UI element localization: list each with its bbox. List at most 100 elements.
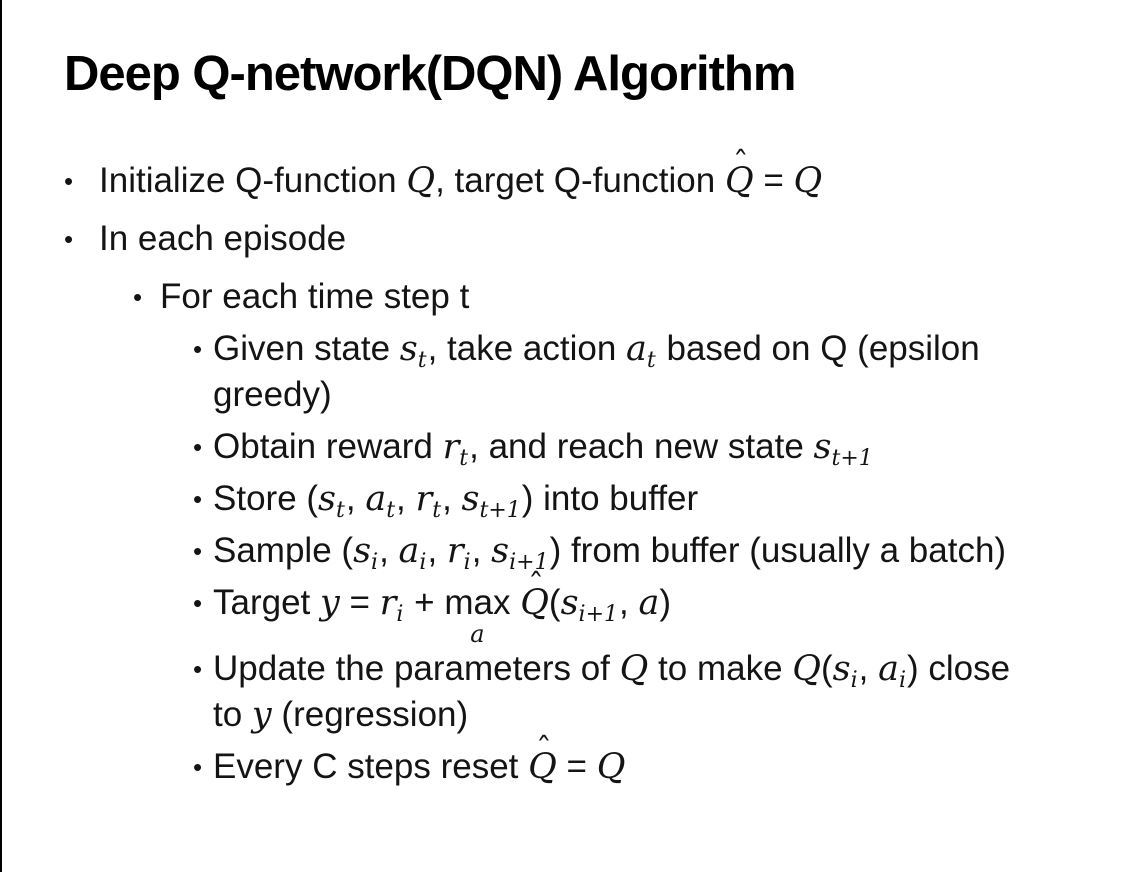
bullet-marker: •: [193, 654, 203, 685]
math-var: r: [446, 531, 464, 572]
text-run: , target Q-function: [435, 161, 725, 201]
math-subscript: t: [336, 498, 345, 524]
text-run: In each episode: [99, 219, 347, 259]
math-subscript: i: [850, 668, 858, 694]
math-var: Q: [793, 161, 823, 202]
text-run: Target: [213, 583, 320, 623]
hat-accent-icon: ˆ: [527, 566, 544, 605]
math-var: Q: [596, 747, 626, 788]
text-run: to: [213, 695, 252, 735]
bullet-row: •Store (st, at, rt, st+1) into buffer: [2, 476, 1124, 522]
text-run: =: [339, 583, 380, 623]
text-run: based on Q (epsilon: [656, 329, 980, 369]
math-var: s: [560, 583, 579, 624]
math-var: r: [415, 479, 433, 520]
bullet-list: •Initialize Q-function Q, target Q-funct…: [2, 147, 1124, 790]
math-var: s: [318, 479, 337, 520]
math-subscript: t+1: [479, 498, 521, 524]
bullet-row: •Given state st, take action at based on…: [2, 326, 1124, 372]
math-var: Q: [619, 649, 649, 690]
math-var: r: [442, 427, 460, 468]
math-var: Q: [724, 161, 754, 202]
math-subscript: i: [463, 550, 471, 576]
math-subscript: i: [371, 550, 379, 576]
bullet-text: greedy): [213, 372, 332, 418]
bullet-row: • Update the parameters of Q to make Q(si…: [2, 646, 1124, 692]
math-var: a: [626, 329, 647, 370]
bullet-row: •Sample (si, ai, ri, si+1) from buffer (…: [2, 528, 1124, 574]
math-var: a: [638, 583, 660, 624]
text-run: , and reach new state: [469, 427, 814, 467]
math-var: a: [878, 649, 899, 690]
bullet-text: Update the parameters of Q to make Q(si,…: [213, 646, 1010, 692]
text-run: ,: [427, 531, 447, 571]
math-subscript: t+1: [831, 446, 873, 472]
bullet-marker: •: [193, 432, 203, 463]
math-var: Q: [406, 161, 436, 202]
bullet-marker: •: [133, 282, 143, 313]
bullet-text: In each episode: [99, 216, 346, 262]
text-run: Update the parameters of: [213, 649, 620, 689]
math-var: y: [251, 695, 272, 736]
bullet-marker: •: [193, 752, 203, 783]
bullet-text: Store (st, at, rt, st+1) into buffer: [213, 476, 698, 522]
text-run: Initialize Q-function: [99, 161, 407, 201]
bullet-marker: •: [193, 588, 203, 619]
math-subscript: i+1: [578, 602, 618, 628]
math-subscript: t: [386, 498, 396, 524]
math-var: s: [491, 531, 510, 572]
hat-accent-icon: ˆ: [732, 144, 749, 183]
bullet-text: Initialize Q-function Q, target Q-functi…: [99, 147, 823, 204]
text-run: ,: [379, 531, 399, 571]
text-run: ,: [442, 479, 462, 519]
math-subscript: t: [459, 446, 469, 472]
text-run: greedy): [213, 375, 332, 415]
math-var: a: [398, 531, 420, 572]
text-run: ,: [345, 479, 366, 519]
math-subscript: t: [432, 498, 442, 524]
text-run: =: [753, 161, 794, 201]
text-run: (: [548, 583, 561, 623]
text-run: For each time step t: [160, 277, 470, 317]
text-run: Given state: [213, 329, 400, 369]
math-var: Q: [792, 649, 821, 690]
bullet-marker: •: [193, 334, 203, 365]
math-var: r: [379, 583, 397, 624]
math-var: Q: [520, 583, 549, 624]
bullet-text: Obtain reward rt, and reach new state st…: [213, 424, 874, 470]
text-run: (: [820, 649, 833, 689]
text-run: ,: [858, 649, 879, 689]
operator-name: max: [444, 583, 511, 623]
text-run: ) from buffer (usually a batch): [549, 531, 1007, 571]
bullet-row: • In each episode: [2, 216, 1124, 262]
text-run: ) into buffer: [521, 479, 699, 519]
text-run: Store (: [213, 479, 319, 519]
bullet-text: Sample (si, ai, ri, si+1) from buffer (u…: [213, 528, 1006, 574]
math-var: s: [353, 531, 372, 572]
operator-under-variable: a: [470, 620, 485, 649]
bullet-marker: •: [64, 224, 74, 255]
bullet-text: For each time step t: [160, 274, 469, 320]
bullet-text: to y (regression): [213, 692, 468, 738]
text-run: to make: [648, 649, 793, 689]
hat-accent-icon: ˆ: [535, 730, 552, 769]
text-run: ,: [471, 531, 492, 571]
bullet-row: •Initialize Q-function Q, target Q-funct…: [2, 147, 1124, 204]
text-run: Sample (: [213, 531, 354, 571]
math-var: s: [813, 427, 832, 468]
text-run: [510, 583, 520, 622]
text-run: Every C steps reset: [213, 747, 529, 787]
text-run: Obtain reward: [213, 427, 443, 467]
page-title: Deep Q-network(DQN) Algorithm: [64, 47, 796, 101]
math-subscript: i: [898, 668, 907, 694]
math-var: s: [399, 329, 418, 370]
math-subscript: t: [417, 348, 427, 374]
bullet-row-continuation: to y (regression): [2, 692, 1124, 738]
math-subscript: i: [396, 602, 404, 628]
text-run: (regression): [271, 695, 469, 735]
